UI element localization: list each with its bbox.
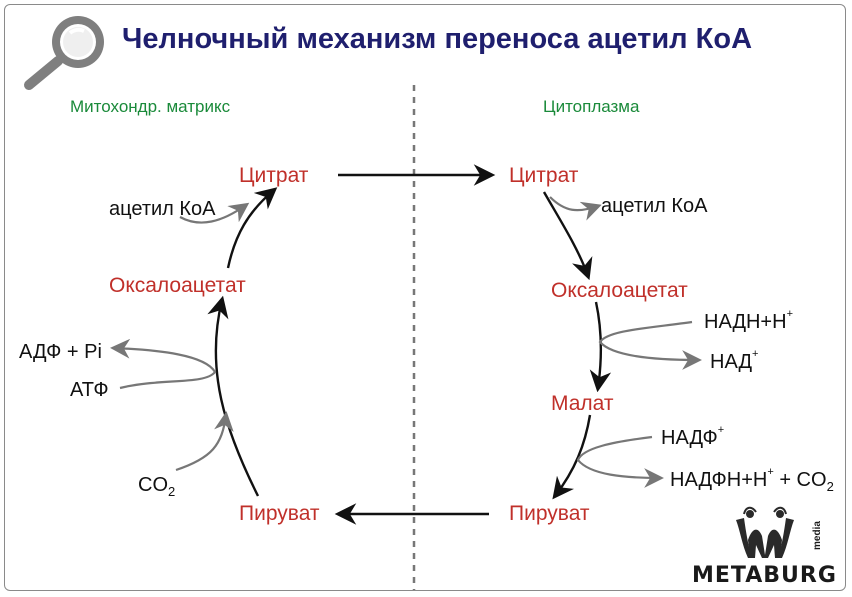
right-citrate-label: Цитрат <box>509 164 579 187</box>
arrow-oxaloacetate-to-citrate <box>226 187 278 269</box>
metaburg-logo-icon <box>736 506 794 558</box>
left-citrate-label: Цитрат <box>239 164 309 187</box>
nadp-label: НАДФ+ <box>661 424 725 449</box>
arrow-atp-to-adp <box>110 338 217 390</box>
co2-label: CO2 <box>138 474 176 499</box>
adp-pi-label: АДФ + Pi <box>19 341 102 363</box>
arrow-citrate-to-oxaloacetate <box>542 191 593 281</box>
region-label-mitochondria: Митохондр. матрикс <box>70 97 231 116</box>
atp-label: АТФ <box>70 379 109 401</box>
arrow-oxaloacetate-to-malate <box>589 301 612 393</box>
arrow-nadp-to-nadph <box>576 435 664 488</box>
nad-label: НАД+ <box>710 348 759 373</box>
arrow-nadh-to-nad <box>598 320 702 370</box>
arrow-acetylcoa-out <box>549 196 602 221</box>
arrow-malate-to-pyruvate <box>552 414 592 500</box>
region-label-cytoplasm: Цитоплазма <box>543 97 640 116</box>
nadh-label: НАДН+Н+ <box>704 308 793 333</box>
logo-subtitle: media <box>812 521 823 550</box>
left-acetylcoa-label: ацетил КоА <box>109 198 216 220</box>
right-oxaloacetate-label: Оксалоацетат <box>551 279 688 302</box>
arrow-co2-in <box>175 411 234 472</box>
left-pyruvate-label: Пируват <box>239 502 320 525</box>
right-pyruvate-label: Пируват <box>509 502 590 525</box>
page-title: Челночный механизм переноса ацетил КоА <box>122 23 753 55</box>
right-acetylcoa-label: ацетил КоА <box>601 195 708 217</box>
malate-label: Малат <box>551 392 614 415</box>
arrow-acetylcoa-in <box>179 202 250 224</box>
magnifier-icon <box>24 16 104 90</box>
left-oxaloacetate-label: Оксалоацетат <box>109 274 246 297</box>
arrow-pyruvate-to-oxaloacetate <box>207 295 260 497</box>
logo-wordmark: METABURG <box>692 563 837 588</box>
nadph-co2-label: НАДФН+Н+ + CO2 <box>670 466 834 494</box>
frame-border <box>4 4 846 591</box>
